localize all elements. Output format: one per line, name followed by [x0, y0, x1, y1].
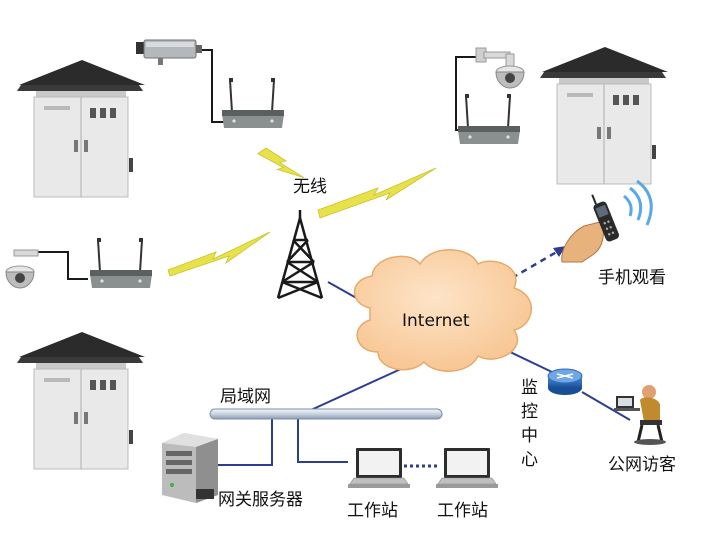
connection-lines [218, 248, 631, 468]
cabinet-bottom-left [16, 331, 146, 470]
lan-workstation1-link [297, 418, 348, 463]
bridge-top-left [221, 77, 285, 129]
monitor-center-label: 监 控 中 心 [521, 378, 538, 470]
wireless-bridge-icon [89, 237, 153, 289]
bridge-top-right [457, 93, 521, 145]
cabinet-top-left [16, 59, 146, 198]
user-at-computer-icon [614, 385, 666, 445]
public-visitor-label: 公网访客 [608, 455, 676, 475]
svg-text:控: 控 [521, 402, 538, 422]
wireless-bridge-icon [221, 77, 285, 129]
hand-icon [561, 221, 604, 263]
equipment-cabinet-icon [539, 46, 669, 185]
dome-camera-icon [5, 249, 39, 289]
antenna-tower-icon [276, 210, 324, 300]
signal-waves-icon [623, 179, 653, 226]
lan-label: 局域网 [220, 387, 271, 407]
mobile-link [511, 248, 561, 280]
cloud-lan-link [299, 367, 404, 416]
bridge-left [89, 237, 153, 289]
computer-monitor-icon [347, 447, 411, 489]
svg-text:监: 监 [521, 378, 538, 398]
mobile-view-label: 手机观看 [598, 268, 666, 288]
svg-text:中: 中 [521, 426, 538, 446]
mobile-viewer [561, 179, 653, 263]
cloud-icon [353, 249, 533, 372]
lightning-bolt-icon [317, 167, 437, 219]
server-icon [162, 433, 218, 503]
lan-server-link [218, 418, 273, 466]
equipment-cabinet-icon [16, 331, 146, 470]
computer-monitor-icon [435, 447, 499, 489]
lan-bus [209, 408, 443, 420]
equipment-cabinet-icon [16, 59, 146, 198]
dome-camera-icon [475, 47, 525, 89]
internet-label: Internet [402, 311, 470, 331]
cloud-router-link [505, 349, 553, 373]
svg-text:心: 心 [521, 450, 538, 470]
workstation-1-label: 工作站 [347, 501, 398, 521]
wireless-label: 无线 [293, 177, 327, 197]
gateway-server-label: 网关服务器 [218, 490, 303, 510]
mobile-link-arrowhead [553, 246, 566, 257]
router-icon [547, 368, 583, 395]
mobile-phone-icon [591, 194, 620, 242]
wireless-bridge-icon [457, 93, 521, 145]
workstation-2 [435, 447, 499, 489]
lightning-bolt-icon [167, 231, 271, 277]
box-camera-icon [136, 39, 202, 65]
workstation-1 [347, 447, 411, 489]
workstation-2-label: 工作站 [437, 501, 488, 521]
router-visitor-link [581, 391, 631, 421]
cabinet-top-right [539, 46, 669, 185]
